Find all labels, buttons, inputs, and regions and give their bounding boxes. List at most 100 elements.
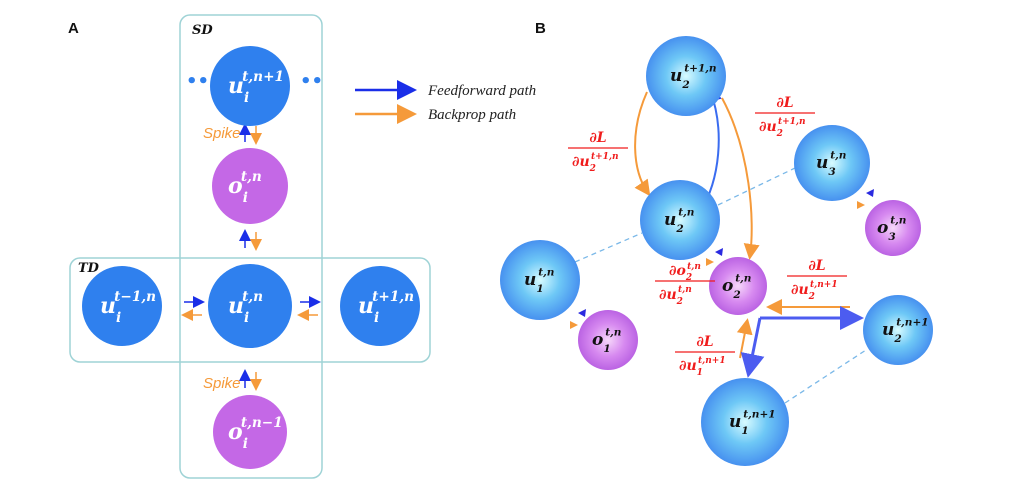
membrane-potential-node-u-next-n: ui t,n+1 — [210, 46, 290, 126]
label-base: u — [729, 412, 741, 432]
label-base: o — [877, 218, 888, 238]
node-label: uit+1,n — [358, 289, 414, 326]
lateral-connection — [574, 232, 643, 263]
purple-circle — [212, 148, 288, 224]
label-superscript: t+1,n — [372, 289, 414, 305]
blue-circle — [500, 240, 580, 320]
label-base: u — [816, 153, 828, 173]
spike-output-node-o-t-n: oit,n — [212, 148, 288, 224]
node-label: u2 t,n+1 — [882, 317, 929, 345]
legend-backprop-label: Backprop path — [428, 107, 516, 123]
node-label: u3t,n — [816, 150, 846, 178]
blue-circle — [640, 180, 720, 260]
spike-output-node-o-prev-n: oi t,n−1 — [213, 395, 287, 469]
ellipsis-right: •• — [300, 71, 323, 92]
node-label: u1 t,n+1 — [729, 409, 776, 437]
label-base: u — [100, 293, 116, 319]
label-subscript: 2 — [893, 333, 901, 345]
gradient-numerator: ∂L — [696, 334, 713, 350]
node-label: ui t−1,n — [100, 289, 156, 326]
label-subscript: i — [244, 90, 249, 106]
label-superscript: t,n — [605, 327, 621, 339]
blue-circle — [208, 264, 292, 348]
membrane-potential-node-u2-n1: u2 t,n+1 — [863, 295, 933, 365]
backprop-arrow-u1n1 — [736, 318, 753, 359]
label-subscript: i — [244, 310, 249, 326]
ellipsis-left: •• — [186, 71, 209, 92]
label-subscript: 1 — [741, 425, 748, 437]
label-superscript: t+1,n — [684, 63, 716, 75]
label-superscript: t,n+1 — [896, 317, 928, 329]
purple-circle — [709, 257, 767, 315]
label-superscript: t,n+1 — [743, 409, 775, 421]
label-superscript: t,n — [830, 150, 846, 162]
sd-label: SD — [192, 23, 213, 38]
label-superscript: t,n+1 — [242, 69, 284, 85]
label-base: u — [882, 320, 894, 340]
membrane-potential-node-u2: u2 t,n — [640, 180, 720, 260]
gradient-denominator: ∂u2t+1,n — [759, 117, 806, 139]
panel-a-label: A — [68, 20, 79, 37]
label-superscript: t,n−1 — [241, 415, 283, 431]
label-base: o — [228, 173, 243, 199]
label-superscript: t,n — [678, 207, 694, 219]
label-base: u — [228, 73, 244, 99]
spike-output-node-o2: o2t,n — [709, 257, 767, 315]
lateral-connection — [717, 167, 796, 206]
spike-arrowhead — [715, 248, 723, 256]
blue-circle — [646, 36, 726, 116]
membrane-potential-node-u1: u1 t,n — [500, 240, 580, 320]
gradient-numerator: ∂L — [776, 95, 793, 111]
spike-arrowhead — [857, 201, 865, 209]
label-subscript: 1 — [603, 343, 610, 355]
backprop-curve-u2 — [634, 91, 651, 197]
spike-arrowhead — [866, 189, 874, 197]
label-superscript: t,n — [538, 267, 554, 279]
gradient-label-g-left: ∂L∂u2t+1,n — [568, 130, 628, 174]
gradient-denominator: ∂u2t,n — [659, 285, 692, 307]
label-superscript: t,n — [242, 289, 263, 305]
gradient-label-g-right: ∂L ∂u2t+1,n — [755, 95, 815, 139]
spike-output-node-o3: o3t,n — [865, 200, 921, 256]
label-base: u — [524, 270, 536, 290]
gradient-label-g-o2: ∂o2t,n∂u2t,n — [655, 262, 715, 307]
node-label: u1 t,n — [524, 267, 554, 295]
membrane-potential-node-u2-t1: u2t+1,n — [646, 36, 726, 116]
label-base: u — [664, 210, 676, 230]
label-superscript: t−1,n — [114, 289, 156, 305]
node-label: o1t,n — [592, 327, 621, 355]
td-label: TD — [78, 261, 100, 276]
gradient-numerator: ∂L — [808, 258, 825, 274]
feedforward-arrow-u1n1 — [740, 317, 765, 378]
label-subscript: i — [243, 190, 248, 206]
purple-circle — [578, 310, 638, 370]
lateral-connection — [784, 349, 867, 404]
node-label: oi t,n−1 — [228, 415, 283, 452]
backprop-curve-o2 — [721, 97, 760, 260]
label-subscript: i — [116, 310, 121, 326]
gradient-label-g-u2n1: ∂L ∂u2t,n+1 — [787, 258, 847, 302]
spike-arrowhead — [578, 309, 586, 317]
label-base: u — [358, 293, 374, 319]
spike-label-bottom: Spike — [203, 375, 241, 392]
panel-b-label: B — [535, 20, 546, 37]
label-base: u — [228, 293, 244, 319]
td-box — [69, 257, 431, 363]
sd-box — [179, 14, 323, 479]
label-subscript: i — [243, 436, 248, 452]
spike-label-top: Spike — [203, 125, 241, 142]
label-subscript: 1 — [536, 283, 543, 295]
label-base: o — [228, 419, 243, 445]
gradient-label-g-u1n1: ∂L∂u1t,n+1 — [675, 334, 735, 378]
purple-circle — [213, 395, 287, 469]
node-label: u2 t,n — [664, 207, 694, 235]
gradient-numerator: ∂L — [589, 130, 606, 146]
node-label: ui t,n — [228, 289, 263, 326]
blue-circle — [794, 125, 870, 201]
membrane-potential-node-u1-n1: u1 t,n+1 — [701, 378, 789, 466]
label-subscript: 2 — [675, 223, 683, 235]
gradient-denominator: ∂u2t,n+1 — [791, 280, 838, 302]
node-label: o2t,n — [722, 273, 751, 301]
legend: Feedforward path Backprop path — [355, 80, 536, 124]
